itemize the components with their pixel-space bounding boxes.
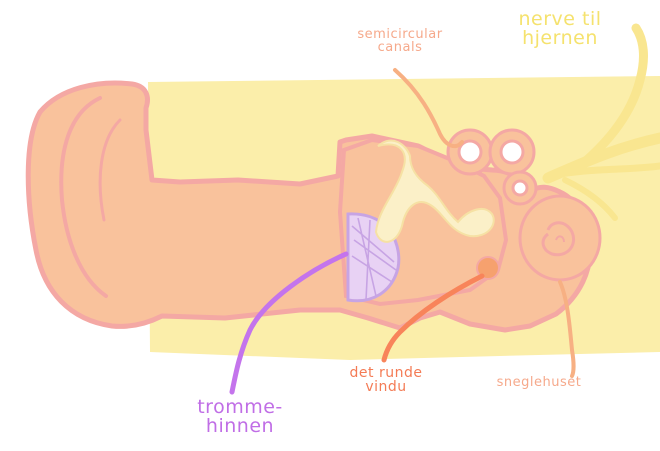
label-eardrum-line-2: hinnen (180, 417, 300, 436)
label-cochlea: sneglehuset (484, 376, 594, 389)
label-nerve-line-2: hjernen (490, 29, 630, 48)
label-semicircular-canals: semicircular canals (340, 28, 460, 54)
label-semicircular-line-2: canals (340, 41, 460, 54)
cochlea (520, 196, 600, 280)
label-round-window-line-1: det runde (336, 366, 436, 380)
label-round-window-line-2: vindu (336, 380, 436, 394)
label-cochlea-line-1: sneglehuset (484, 376, 594, 389)
label-nerve-to-brain: nerve til hjernen (490, 10, 630, 48)
label-round-window: det runde vindu (336, 366, 436, 394)
label-eardrum: tromme- hinnen (180, 398, 300, 436)
